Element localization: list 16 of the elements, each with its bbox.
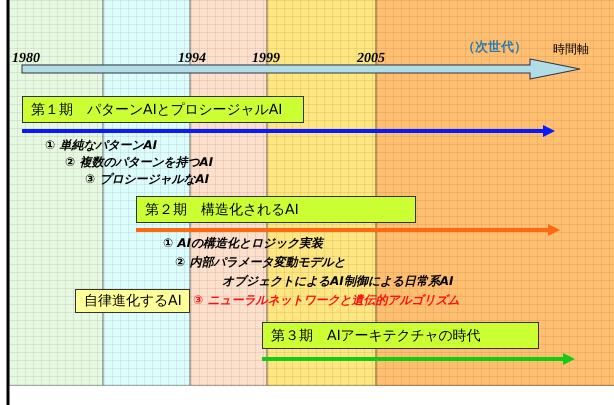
year-label: 1994 <box>178 50 206 68</box>
year-label: 1980 <box>12 50 40 68</box>
period-box: 第３期 AIアーキテクチャの時代 <box>262 322 539 349</box>
year-label: 1999 <box>252 50 280 68</box>
year-label: 2005 <box>357 50 385 68</box>
list-item: ② 複数のパターンを持つAI <box>65 154 214 171</box>
note-box: 自律進化するAI <box>75 289 190 313</box>
list-item: ② 内部パラメータ変動モデルとオブジェクトによるAI制御による日常系AI <box>175 254 454 290</box>
list-item: ③ プロシージャルなAI <box>85 171 210 188</box>
era-label: （次世代） <box>462 39 527 57</box>
period-box: 第１期 パターンAIとプロシージャルAI <box>22 96 304 123</box>
list-item: ① AIの構造化とロジック実装 <box>163 235 324 252</box>
axis-label: 時間軸 <box>553 41 589 58</box>
list-item: ③ ニューラルネットワークと遺伝的アルゴリズム <box>193 292 460 309</box>
list-item: ① 単純なパターンAI <box>45 137 158 154</box>
period-box: 第２期 構造化されるAI <box>136 196 416 223</box>
